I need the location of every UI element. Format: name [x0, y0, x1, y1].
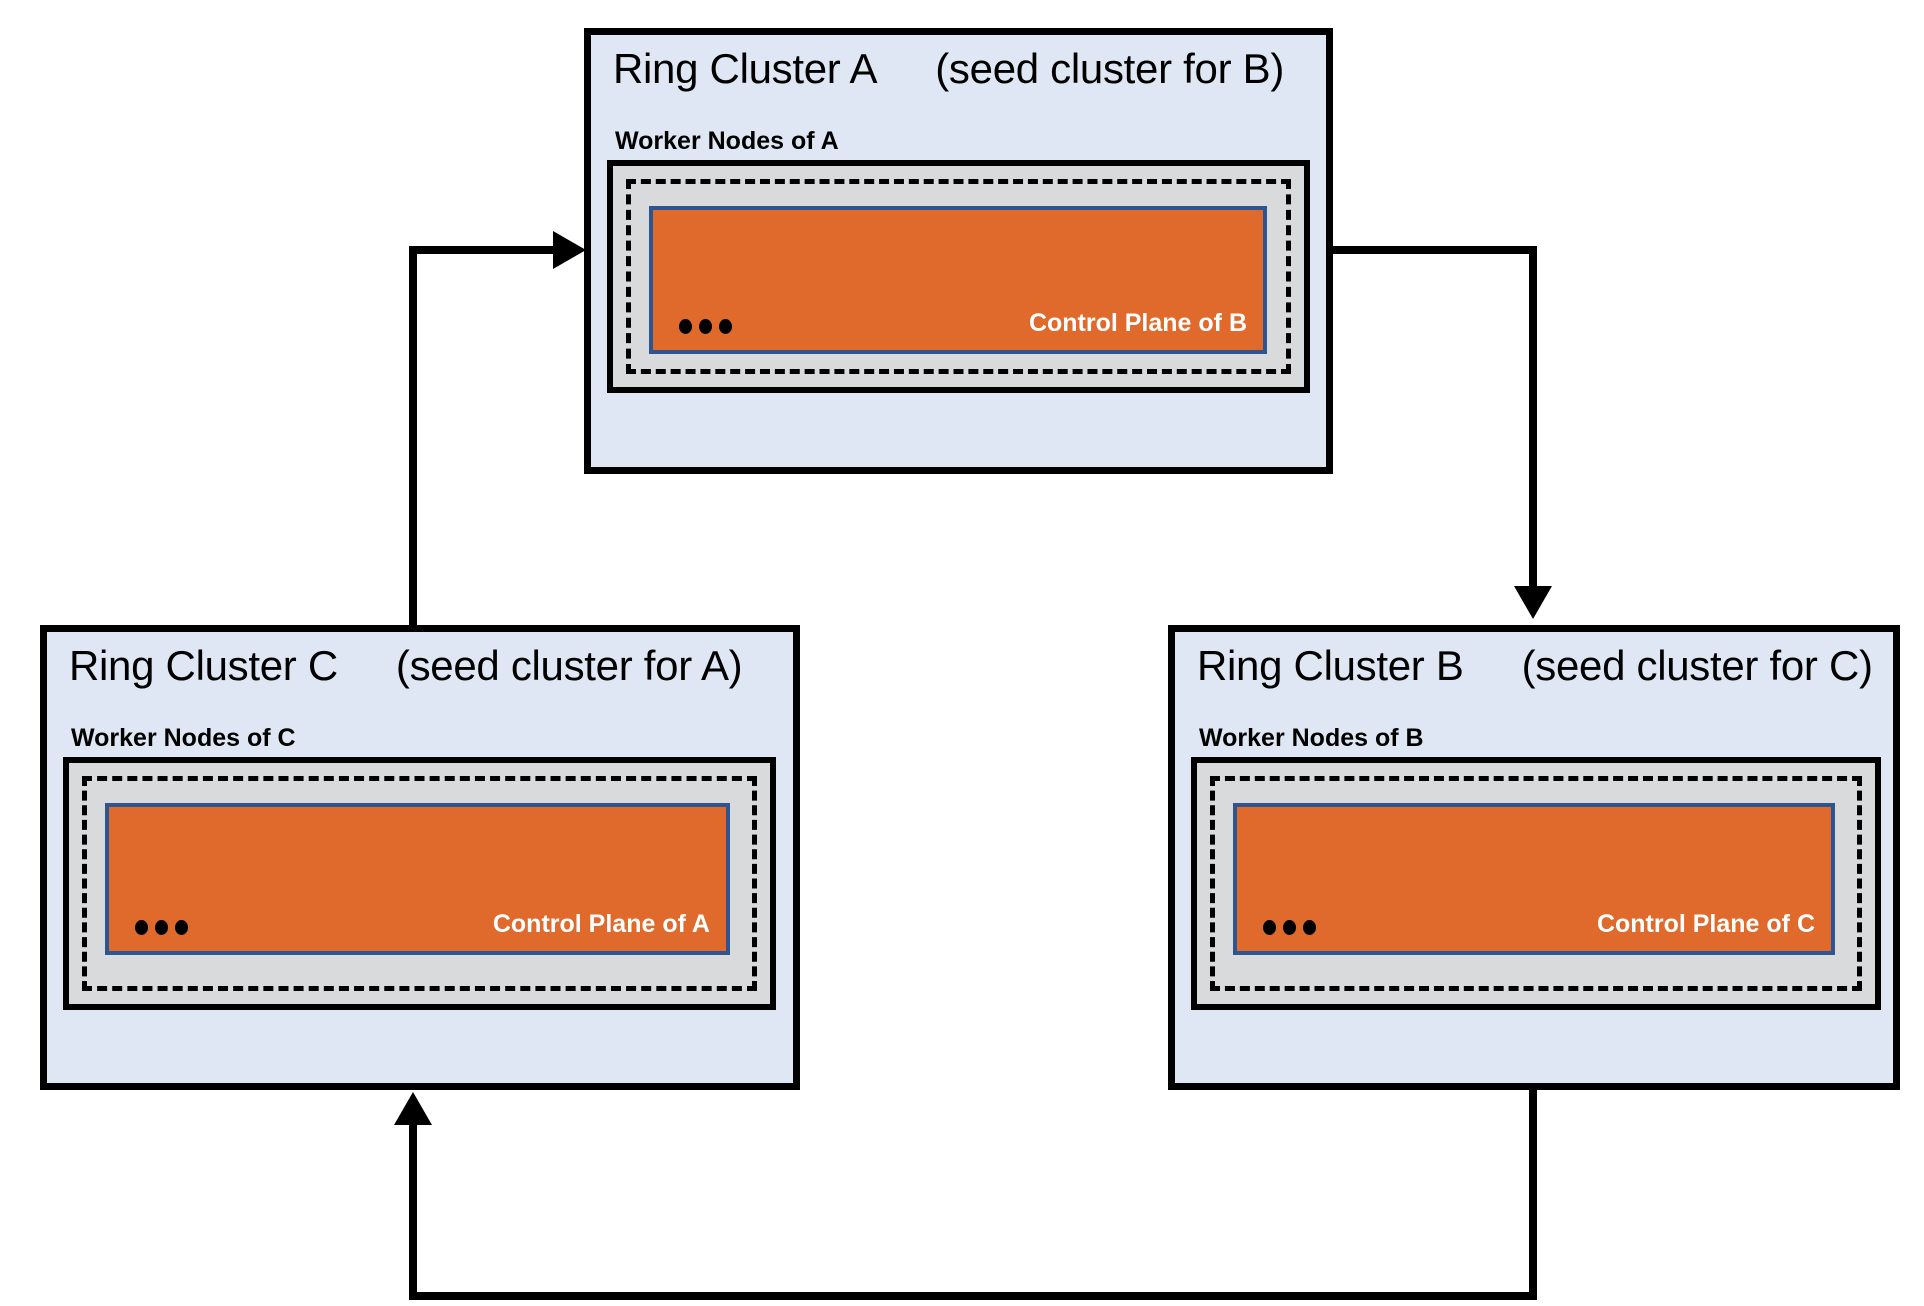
cluster-a-control-plane[interactable]: Control Plane of B: [649, 206, 1267, 354]
arrowhead-into-cluster-c: [394, 1092, 432, 1125]
connector-b-to-c-horizontal: [409, 1292, 1537, 1300]
cluster-c-seed-note: (seed cluster for A): [395, 642, 743, 689]
cluster-b-worker-box: Control Plane of C: [1191, 757, 1881, 1010]
cluster-a[interactable]: Ring Cluster A (seed cluster for B) Worke…: [584, 28, 1333, 474]
cluster-c-control-plane[interactable]: Control Plane of A: [105, 803, 730, 955]
cluster-c-worker-box: Control Plane of A: [63, 757, 776, 1010]
cluster-a-worker-label: Worker Nodes of A: [615, 127, 839, 155]
connector-b-to-c-vertical-left: [409, 1125, 417, 1300]
connector-c-to-a-vertical: [409, 250, 417, 646]
cluster-a-ellipsis-icon: [679, 319, 732, 334]
cluster-b-control-plane[interactable]: Control Plane of C: [1233, 803, 1835, 955]
cluster-a-seed-note: (seed cluster for B): [935, 45, 1285, 92]
cluster-a-title-text: Ring Cluster A: [613, 45, 878, 92]
cluster-c-title: Ring Cluster C (seed cluster for A): [69, 642, 743, 690]
cluster-b-title-text: Ring Cluster B: [1197, 642, 1464, 689]
cluster-c[interactable]: Ring Cluster C (seed cluster for A) Worke…: [40, 625, 800, 1090]
cluster-b[interactable]: Ring Cluster B (seed cluster for C) Worke…: [1168, 625, 1900, 1090]
connector-a-to-b-vertical: [1529, 246, 1537, 586]
cluster-c-ellipsis-icon: [135, 920, 188, 935]
cluster-c-title-text: Ring Cluster C: [69, 642, 338, 689]
arrowhead-into-cluster-a: [553, 231, 586, 269]
connector-b-to-c-vertical-right: [1529, 1090, 1537, 1300]
cluster-a-title: Ring Cluster A (seed cluster for B): [613, 45, 1284, 93]
cluster-b-dashed-boundary: [1210, 776, 1862, 991]
cluster-c-dashed-boundary: [82, 776, 757, 991]
connector-c-to-a-horizontal: [409, 246, 559, 254]
cluster-a-dashed-boundary: [626, 179, 1291, 374]
cluster-a-worker-box: Control Plane of B: [607, 160, 1310, 393]
cluster-b-ellipsis-icon: [1263, 920, 1316, 935]
cluster-a-control-plane-label: Control Plane of B: [1028, 309, 1247, 337]
cluster-b-worker-label: Worker Nodes of B: [1199, 724, 1424, 752]
cluster-b-seed-note: (seed cluster for C): [1521, 642, 1873, 689]
cluster-c-control-plane-label: Control Plane of A: [492, 910, 710, 938]
cluster-b-title: Ring Cluster B (seed cluster for C): [1197, 642, 1873, 690]
cluster-b-control-plane-label: Control Plane of C: [1596, 910, 1815, 938]
connector-a-to-b-horizontal: [1333, 246, 1537, 254]
cluster-c-worker-label: Worker Nodes of C: [71, 724, 296, 752]
arrowhead-into-cluster-b: [1514, 586, 1552, 619]
